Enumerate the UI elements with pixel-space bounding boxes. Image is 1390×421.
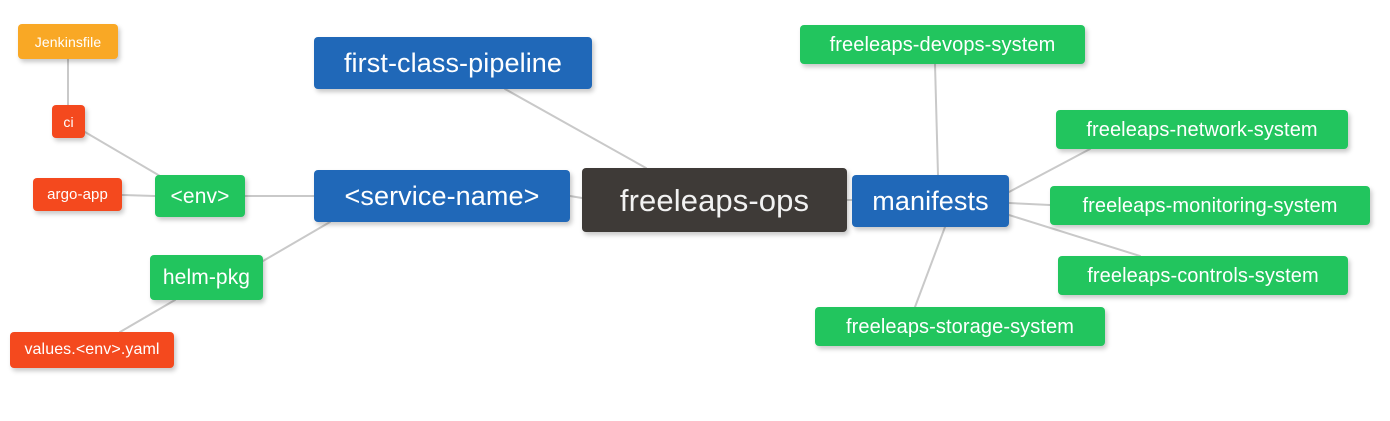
node-monitoring-system[interactable]: freeleaps-monitoring-system (1050, 186, 1370, 225)
node-network-system[interactable]: freeleaps-network-system (1056, 110, 1348, 149)
edge-values-yaml-to-helm-pkg (119, 299, 176, 333)
edge-manifests-to-monitoring-system (1008, 202, 1051, 206)
node-freeleaps-ops[interactable]: freeleaps-ops (582, 168, 847, 232)
edge-helm-pkg-to-service-name (262, 221, 331, 262)
node-devops-system[interactable]: freeleaps-devops-system (800, 25, 1085, 64)
node-jenkinsfile[interactable]: Jenkinsfile (18, 24, 118, 59)
edge-first-class-pipeline-to-freeleaps-ops (504, 88, 647, 169)
edge-argo-app-to-env (121, 194, 156, 197)
node-helm-pkg[interactable]: helm-pkg (150, 255, 263, 300)
node-first-class-pipeline[interactable]: first-class-pipeline (314, 37, 592, 89)
node-values-yaml[interactable]: values.<env>.yaml (10, 332, 174, 368)
edge-manifests-to-devops-system (934, 63, 939, 176)
node-service-name[interactable]: <service-name> (314, 170, 570, 222)
edge-ci-to-env (84, 131, 161, 177)
edge-manifests-to-storage-system (914, 226, 946, 308)
node-env[interactable]: <env> (155, 175, 245, 217)
node-ci[interactable]: ci (52, 105, 85, 138)
node-storage-system[interactable]: freeleaps-storage-system (815, 307, 1105, 346)
edge-service-name-to-freeleaps-ops (569, 195, 583, 199)
node-controls-system[interactable]: freeleaps-controls-system (1058, 256, 1348, 295)
node-argo-app[interactable]: argo-app (33, 178, 122, 211)
node-manifests[interactable]: manifests (852, 175, 1009, 227)
